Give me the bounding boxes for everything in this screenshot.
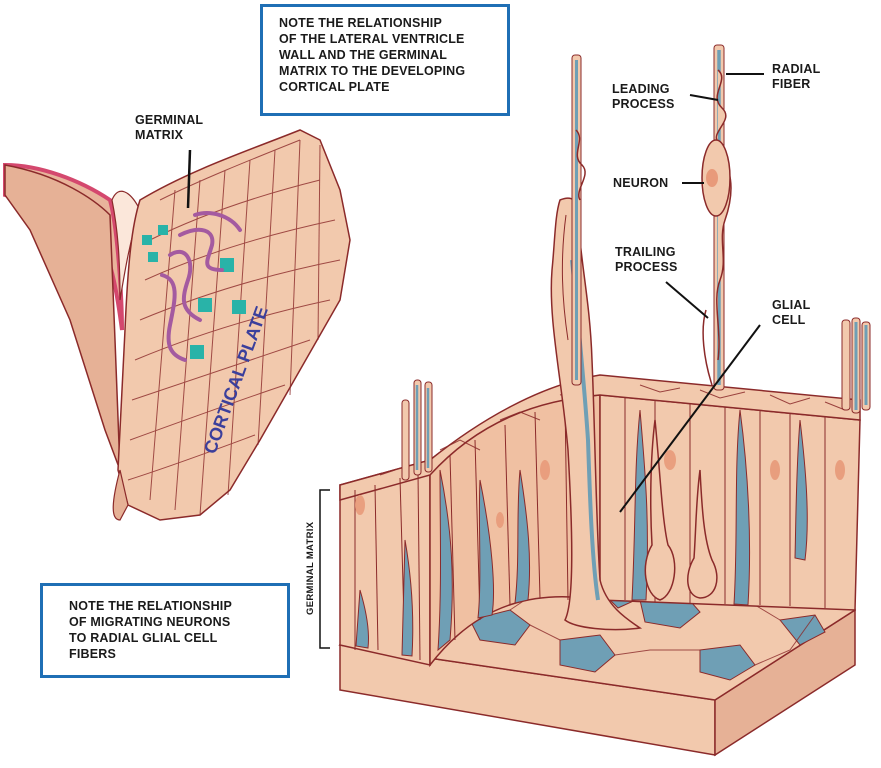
note-ventricle-relationship: NOTE THE RELATIONSHIP OF THE LATERAL VEN… (260, 4, 510, 116)
ventricle-wall-diagram: CORTICAL PLATE (3, 129, 351, 521)
small-neuron-b (687, 469, 718, 599)
migrating-neurons (160, 211, 242, 362)
leading-process-leader (689, 94, 719, 101)
radial-fiber-left (561, 54, 586, 386)
germinal-matrix-label: GERMINAL MATRIX (135, 113, 204, 142)
tissue-block (319, 44, 871, 757)
germinal-matrix-bracket (319, 489, 330, 649)
germinal-matrix-vertical-label: GERMINAL MATRIX (305, 521, 316, 615)
germinal-matrix-leader (186, 149, 192, 209)
trailing-process-label: TRAILING PROCESS (615, 245, 678, 274)
note-neuron-migration: NOTE THE RELATIONSHIP OF MIGRATING NEURO… (40, 583, 290, 678)
radial-fiber-label: RADIAL FIBER (772, 62, 821, 91)
germinal-matrix-cells (142, 225, 246, 359)
neuron-label: NEURON (613, 176, 669, 190)
ventricle-cavity (111, 190, 141, 301)
glial-cell-label: GLIAL CELL (772, 298, 811, 327)
migrating-neuron (701, 69, 732, 386)
small-neuron-a (644, 419, 676, 601)
leading-process-label: LEADING PROCESS (612, 82, 675, 111)
glial-cell-leader (619, 324, 761, 513)
trailing-process-leader (665, 281, 709, 319)
